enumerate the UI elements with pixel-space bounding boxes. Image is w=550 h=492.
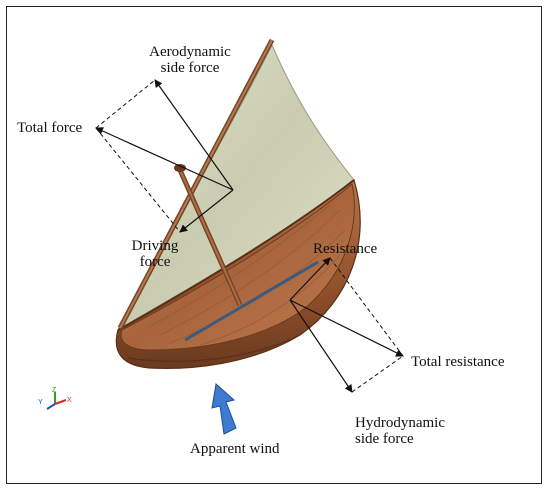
keel — [184, 260, 319, 342]
dashed-construction — [95, 79, 404, 393]
hydro-side-force-label: Hydrodynamic side force — [355, 415, 445, 447]
axis-triad: Z X Y — [38, 387, 72, 410]
axis-y-label: Y — [38, 399, 43, 406]
resistance-label: Resistance — [313, 241, 378, 257]
resistance-arrow — [289, 257, 331, 301]
total-resistance-label: Total resistance — [411, 354, 505, 370]
aero-side-force-label: Aerodynamic side force — [149, 44, 231, 76]
driving-force-arrow — [179, 189, 234, 233]
driving-force-label: Driving force — [131, 238, 179, 270]
apparent-wind-label: Apparent wind — [190, 441, 280, 457]
figure-border — [6, 6, 542, 484]
force-vectors — [95, 79, 404, 393]
hydro-side-force-arrow — [289, 299, 353, 393]
axis-x-label: X — [67, 397, 72, 404]
apparent-wind-arrow — [211, 383, 237, 435]
total-force-arrow — [95, 127, 234, 191]
total-resistance-arrow — [289, 299, 404, 357]
axis-z-label: Z — [52, 387, 57, 394]
aero-side-force-arrow — [154, 79, 234, 191]
total-force-label: Total force — [17, 120, 83, 136]
gunwale — [117, 179, 355, 331]
